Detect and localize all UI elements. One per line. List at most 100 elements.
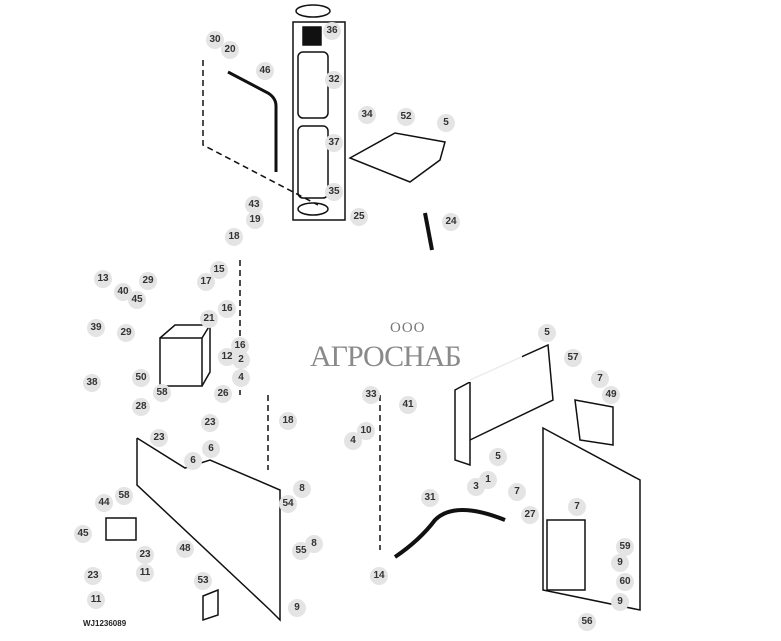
part-callout[interactable]: 23 bbox=[84, 567, 102, 585]
part-callout[interactable]: 50 bbox=[132, 369, 150, 387]
part-number: 9 bbox=[294, 602, 300, 613]
part-callout[interactable]: 16 bbox=[218, 300, 236, 318]
part-callout[interactable]: 32 bbox=[325, 71, 343, 89]
guide-line bbox=[202, 60, 319, 206]
part-number: 15 bbox=[213, 264, 225, 275]
part-callout[interactable]: 43 bbox=[245, 196, 263, 214]
part-callout[interactable]: 7 bbox=[591, 370, 609, 388]
part-callout[interactable]: 6 bbox=[202, 440, 220, 458]
drawing-reference-code: WJ1236089 bbox=[83, 619, 127, 628]
part-callout[interactable]: 15 bbox=[210, 261, 228, 279]
part-callout[interactable]: 57 bbox=[564, 349, 582, 367]
part-callout[interactable]: 39 bbox=[87, 319, 105, 337]
part-number: 12 bbox=[221, 351, 233, 362]
tube-24 bbox=[423, 212, 434, 251]
part-callout[interactable]: 5 bbox=[437, 114, 455, 132]
bracket-49 bbox=[574, 399, 614, 446]
part-callout[interactable]: 52 bbox=[397, 108, 415, 126]
part-callout[interactable]: 2 bbox=[232, 351, 250, 369]
part-callout[interactable]: 8 bbox=[293, 480, 311, 498]
part-callout[interactable]: 9 bbox=[611, 554, 629, 572]
part-callout[interactable]: 24 bbox=[442, 213, 460, 231]
part-callout[interactable]: 7 bbox=[568, 498, 586, 516]
part-callout[interactable]: 31 bbox=[421, 489, 439, 507]
part-callout[interactable]: 56 bbox=[578, 613, 596, 631]
part-callout[interactable]: 45 bbox=[74, 525, 92, 543]
part-callout[interactable]: 26 bbox=[214, 385, 232, 403]
part-callout[interactable]: 23 bbox=[201, 414, 219, 432]
part-number: 7 bbox=[597, 373, 603, 384]
part-callout[interactable]: 48 bbox=[176, 540, 194, 558]
part-callout[interactable]: 9 bbox=[288, 599, 306, 617]
part-number: 1 bbox=[485, 474, 491, 485]
part-callout[interactable]: 36 bbox=[323, 22, 341, 40]
part-number: 32 bbox=[328, 74, 340, 85]
part-number: 38 bbox=[86, 377, 98, 388]
part-callout[interactable]: 16 bbox=[231, 337, 249, 355]
part-number: 18 bbox=[228, 231, 240, 242]
part-callout[interactable]: 7 bbox=[508, 483, 526, 501]
part-callout[interactable]: 21 bbox=[200, 310, 218, 328]
part-callout[interactable]: 46 bbox=[256, 62, 274, 80]
part-callout[interactable]: 37 bbox=[325, 134, 343, 152]
part-number: 5 bbox=[544, 327, 550, 338]
part-callout[interactable]: 41 bbox=[399, 396, 417, 414]
part-number: 45 bbox=[131, 294, 143, 305]
part-callout[interactable]: 18 bbox=[279, 412, 297, 430]
part-callout[interactable]: 23 bbox=[150, 429, 168, 447]
part-callout[interactable]: 8 bbox=[305, 535, 323, 553]
part-callout[interactable]: 13 bbox=[94, 270, 112, 288]
part-callout[interactable]: 18 bbox=[225, 228, 243, 246]
part-callout[interactable]: 17 bbox=[197, 273, 215, 291]
part-number: 23 bbox=[139, 549, 151, 560]
part-callout[interactable]: 38 bbox=[83, 374, 101, 392]
part-callout[interactable]: 4 bbox=[344, 432, 362, 450]
part-callout[interactable]: 14 bbox=[370, 567, 388, 585]
part-callout[interactable]: 58 bbox=[153, 384, 171, 402]
part-callout[interactable]: 19 bbox=[246, 211, 264, 229]
part-callout[interactable]: 58 bbox=[115, 487, 133, 505]
part-callout[interactable]: 10 bbox=[357, 422, 375, 440]
part-callout[interactable]: 27 bbox=[521, 506, 539, 524]
part-number: 2 bbox=[238, 354, 244, 365]
part-callout[interactable]: 11 bbox=[87, 591, 105, 609]
part-callout[interactable]: 29 bbox=[117, 324, 135, 342]
part-callout[interactable]: 34 bbox=[358, 106, 376, 124]
part-callout[interactable]: 12 bbox=[218, 348, 236, 366]
part-callout[interactable]: 5 bbox=[489, 448, 507, 466]
part-callout[interactable]: 35 bbox=[325, 183, 343, 201]
part-callout[interactable]: 4 bbox=[232, 369, 250, 387]
part-callout[interactable]: 59 bbox=[616, 538, 634, 556]
part-callout[interactable]: 60 bbox=[616, 573, 634, 591]
part-callout[interactable]: 6 bbox=[184, 452, 202, 470]
part-number: 35 bbox=[328, 186, 340, 197]
part-callout[interactable]: 54 bbox=[279, 495, 297, 513]
part-callout[interactable]: 11 bbox=[136, 564, 154, 582]
valve-block bbox=[159, 337, 203, 387]
part-callout[interactable]: 53 bbox=[194, 572, 212, 590]
part-callout[interactable]: 25 bbox=[350, 208, 368, 226]
part-callout[interactable]: 3 bbox=[467, 478, 485, 496]
watermark-prefix: ООО bbox=[390, 320, 426, 336]
part-number: 45 bbox=[77, 528, 89, 539]
part-number: 40 bbox=[117, 286, 129, 297]
part-callout[interactable]: 33 bbox=[362, 386, 380, 404]
top-seal-ring bbox=[295, 4, 331, 18]
part-callout[interactable]: 28 bbox=[132, 398, 150, 416]
part-number: 50 bbox=[135, 372, 147, 383]
part-callout[interactable]: 45 bbox=[128, 291, 146, 309]
part-callout[interactable]: 40 bbox=[114, 283, 132, 301]
part-callout[interactable]: 5 bbox=[538, 324, 556, 342]
part-callout[interactable]: 29 bbox=[139, 272, 157, 290]
part-callout[interactable]: 23 bbox=[136, 546, 154, 564]
part-callout[interactable]: 20 bbox=[221, 41, 239, 59]
part-callout[interactable]: 49 bbox=[602, 386, 620, 404]
part-number: 26 bbox=[217, 388, 229, 399]
part-callout[interactable]: 44 bbox=[95, 494, 113, 512]
part-number: 23 bbox=[204, 417, 216, 428]
part-number: 34 bbox=[361, 109, 373, 120]
cover-53 bbox=[202, 588, 219, 622]
part-callout[interactable]: 9 bbox=[611, 593, 629, 611]
part-number: 9 bbox=[617, 596, 623, 607]
part-callout[interactable]: 30 bbox=[206, 31, 224, 49]
